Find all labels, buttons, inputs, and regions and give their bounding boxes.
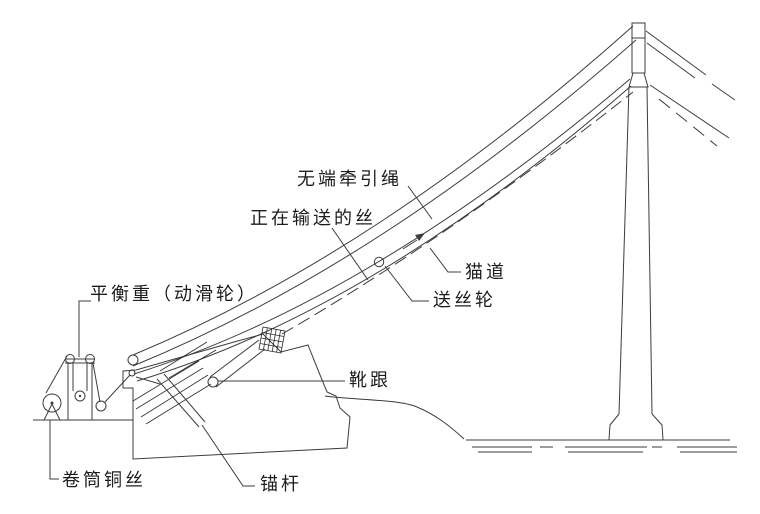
backstay-line-3 (649, 84, 730, 139)
leader-conveyed-wire (331, 227, 369, 281)
backstay-line-1b (711, 83, 736, 101)
leader-drum-wire (49, 420, 59, 480)
direction-arrow-icon (415, 233, 425, 241)
label-anchor-rod: 锚杆 (260, 474, 302, 495)
hatch-line (132, 360, 200, 402)
water-surface (466, 439, 737, 453)
catwalk-lines (127, 25, 637, 385)
tower-cap (631, 22, 646, 74)
catwalk-end-roller (127, 354, 139, 366)
hatch-line (159, 341, 208, 372)
leader-feed-wheel (384, 265, 429, 302)
hauling-rope-bottom (132, 39, 637, 367)
label-counterweight: 平衡重（动滑轮） (90, 284, 258, 305)
shoe-pin-circle (207, 376, 219, 388)
crosshatch-lines (259, 327, 285, 353)
shoe-rod-line-1 (209, 339, 260, 378)
backstay-dashed (658, 98, 718, 147)
label-wire-feed-wheel: 送丝轮 (433, 290, 496, 311)
backstay-line-2 (646, 42, 696, 79)
bearing-plate-crosshatch (258, 326, 286, 354)
leader-lines (49, 185, 461, 487)
roller-mount-line (135, 376, 161, 385)
anchor-block (122, 326, 465, 460)
backstay-line-1 (645, 30, 707, 76)
ground-slope-curve (324, 395, 465, 440)
hatch-line (140, 374, 209, 418)
wire-drum (42, 393, 62, 413)
tower (608, 22, 664, 441)
leader-catwalk (429, 247, 461, 273)
hauling-rope-top (132, 25, 634, 356)
tower-saddle (628, 72, 649, 88)
backstay-cables (645, 30, 736, 147)
rope-to-catwalk-end (104, 374, 131, 403)
fixed-pulley-right (85, 354, 95, 364)
tower-pedestal-left (608, 413, 620, 441)
movable-pulley-axle (78, 394, 82, 398)
rope-to-lower-pulley (92, 362, 101, 403)
anchor-block-outline (122, 333, 351, 460)
tower-pedestal-right (651, 413, 664, 441)
catwalk-handrail-line (136, 85, 632, 382)
rope-drum-to-pulley (45, 355, 68, 394)
wire-feed-wheel-circle (373, 256, 385, 268)
anchor-rod-line-1 (156, 378, 200, 428)
anchor-rod-line-2 (163, 373, 206, 423)
counterweight-assembly (33, 354, 133, 421)
drum-stand (43, 402, 61, 421)
label-shoe-heel: 靴跟 (349, 370, 391, 391)
labels: 无端牵引绳 正在输送的丝 猫道 送丝轮 平衡重（动滑轮） 靴跟 卷筒铜丝 锚杆 (62, 169, 507, 495)
hatch-line (168, 349, 217, 379)
tower-column-right-edge (646, 86, 653, 415)
leader-hauling-rope (407, 185, 433, 220)
bearing-plate-outline (258, 326, 286, 354)
deflection-pulley (95, 400, 107, 412)
catwalk-floor-dashed (281, 91, 634, 335)
tower-column-left-edge (618, 86, 630, 415)
label-catwalk: 猫道 (465, 262, 507, 283)
label-drum-copper-wire: 卷筒铜丝 (62, 470, 146, 491)
conveyed-wire-line (133, 78, 631, 375)
leader-counterweight (78, 300, 91, 357)
label-wire-being-conveyed: 正在输送的丝 (250, 208, 376, 229)
label-endless-hauling-rope: 无端牵引绳 (297, 169, 402, 190)
leader-anchor-rod (201, 424, 255, 487)
hatch-line (135, 367, 204, 410)
movable-pulley (74, 390, 86, 402)
direction-arrow-tail (402, 239, 418, 250)
